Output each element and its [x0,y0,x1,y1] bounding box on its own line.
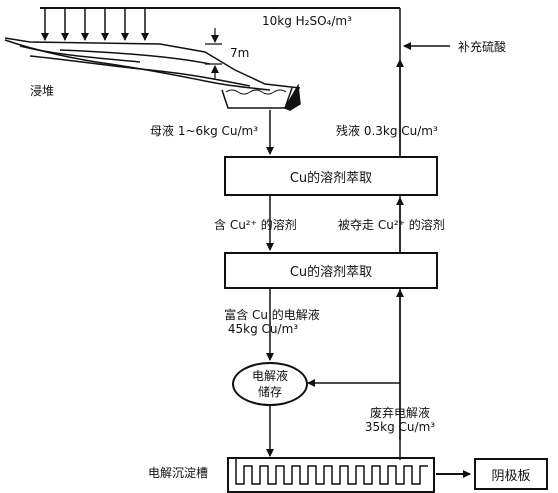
solvent-extraction-box-2: Cu的溶剂萃取 [224,252,438,289]
rich-electrolyte-label: 富含 Cu 的电解液 45kg Cu/m³ [212,308,332,336]
supplement-acid-label: 补充硫酸 [458,40,507,54]
solvent-extraction-box-1: Cu的溶剂萃取 [224,156,438,196]
spent-electrolyte-line2: 35kg Cu/m³ [364,420,436,434]
height-label: 7m [230,46,250,60]
storage-line2: 储存 [257,385,282,399]
electrowinning-label: 电解沉淀槽 [148,466,209,480]
spray-arrows [41,8,149,41]
extraction-box-2-label: Cu的溶剂萃取 [289,265,373,280]
rich-electrolyte-line1: 富含 Cu 的电解液 [224,308,320,322]
residual-liquor-label: 残液 0.3kg Cu/m³ [336,124,438,138]
stripped-solvent-label: 被夺走 Cu²⁺ 的溶剂 [338,218,445,232]
collection-pond [221,83,301,111]
spent-electrolyte-line1: 废弃电解液 [369,406,430,420]
mother-liquor-label: 母液 1~6kg Cu/m³ [150,124,259,138]
extraction-box-1-label: Cu的溶剂萃取 [289,170,373,186]
electrowinning-cell [227,457,435,493]
heap-label: 浸堆 [30,84,55,98]
spent-electrolyte-label: 废弃电解液 35kg Cu/m³ [350,406,450,434]
electrolyte-storage: 电解液 储存 [232,362,308,406]
storage-line1: 电解液 [251,369,288,383]
top-acid-label: 10kg H₂SO₄/m³ [262,14,352,28]
height-dimension [205,28,222,80]
loaded-solvent-label: 含 Cu²⁺ 的溶剂 [214,218,297,232]
cathode-box: 阴极板 [474,458,548,490]
leach-heap [4,37,301,91]
rich-electrolyte-line2: 45kg Cu/m³ [227,322,299,336]
cathode-label: 阴极板 [491,468,531,484]
